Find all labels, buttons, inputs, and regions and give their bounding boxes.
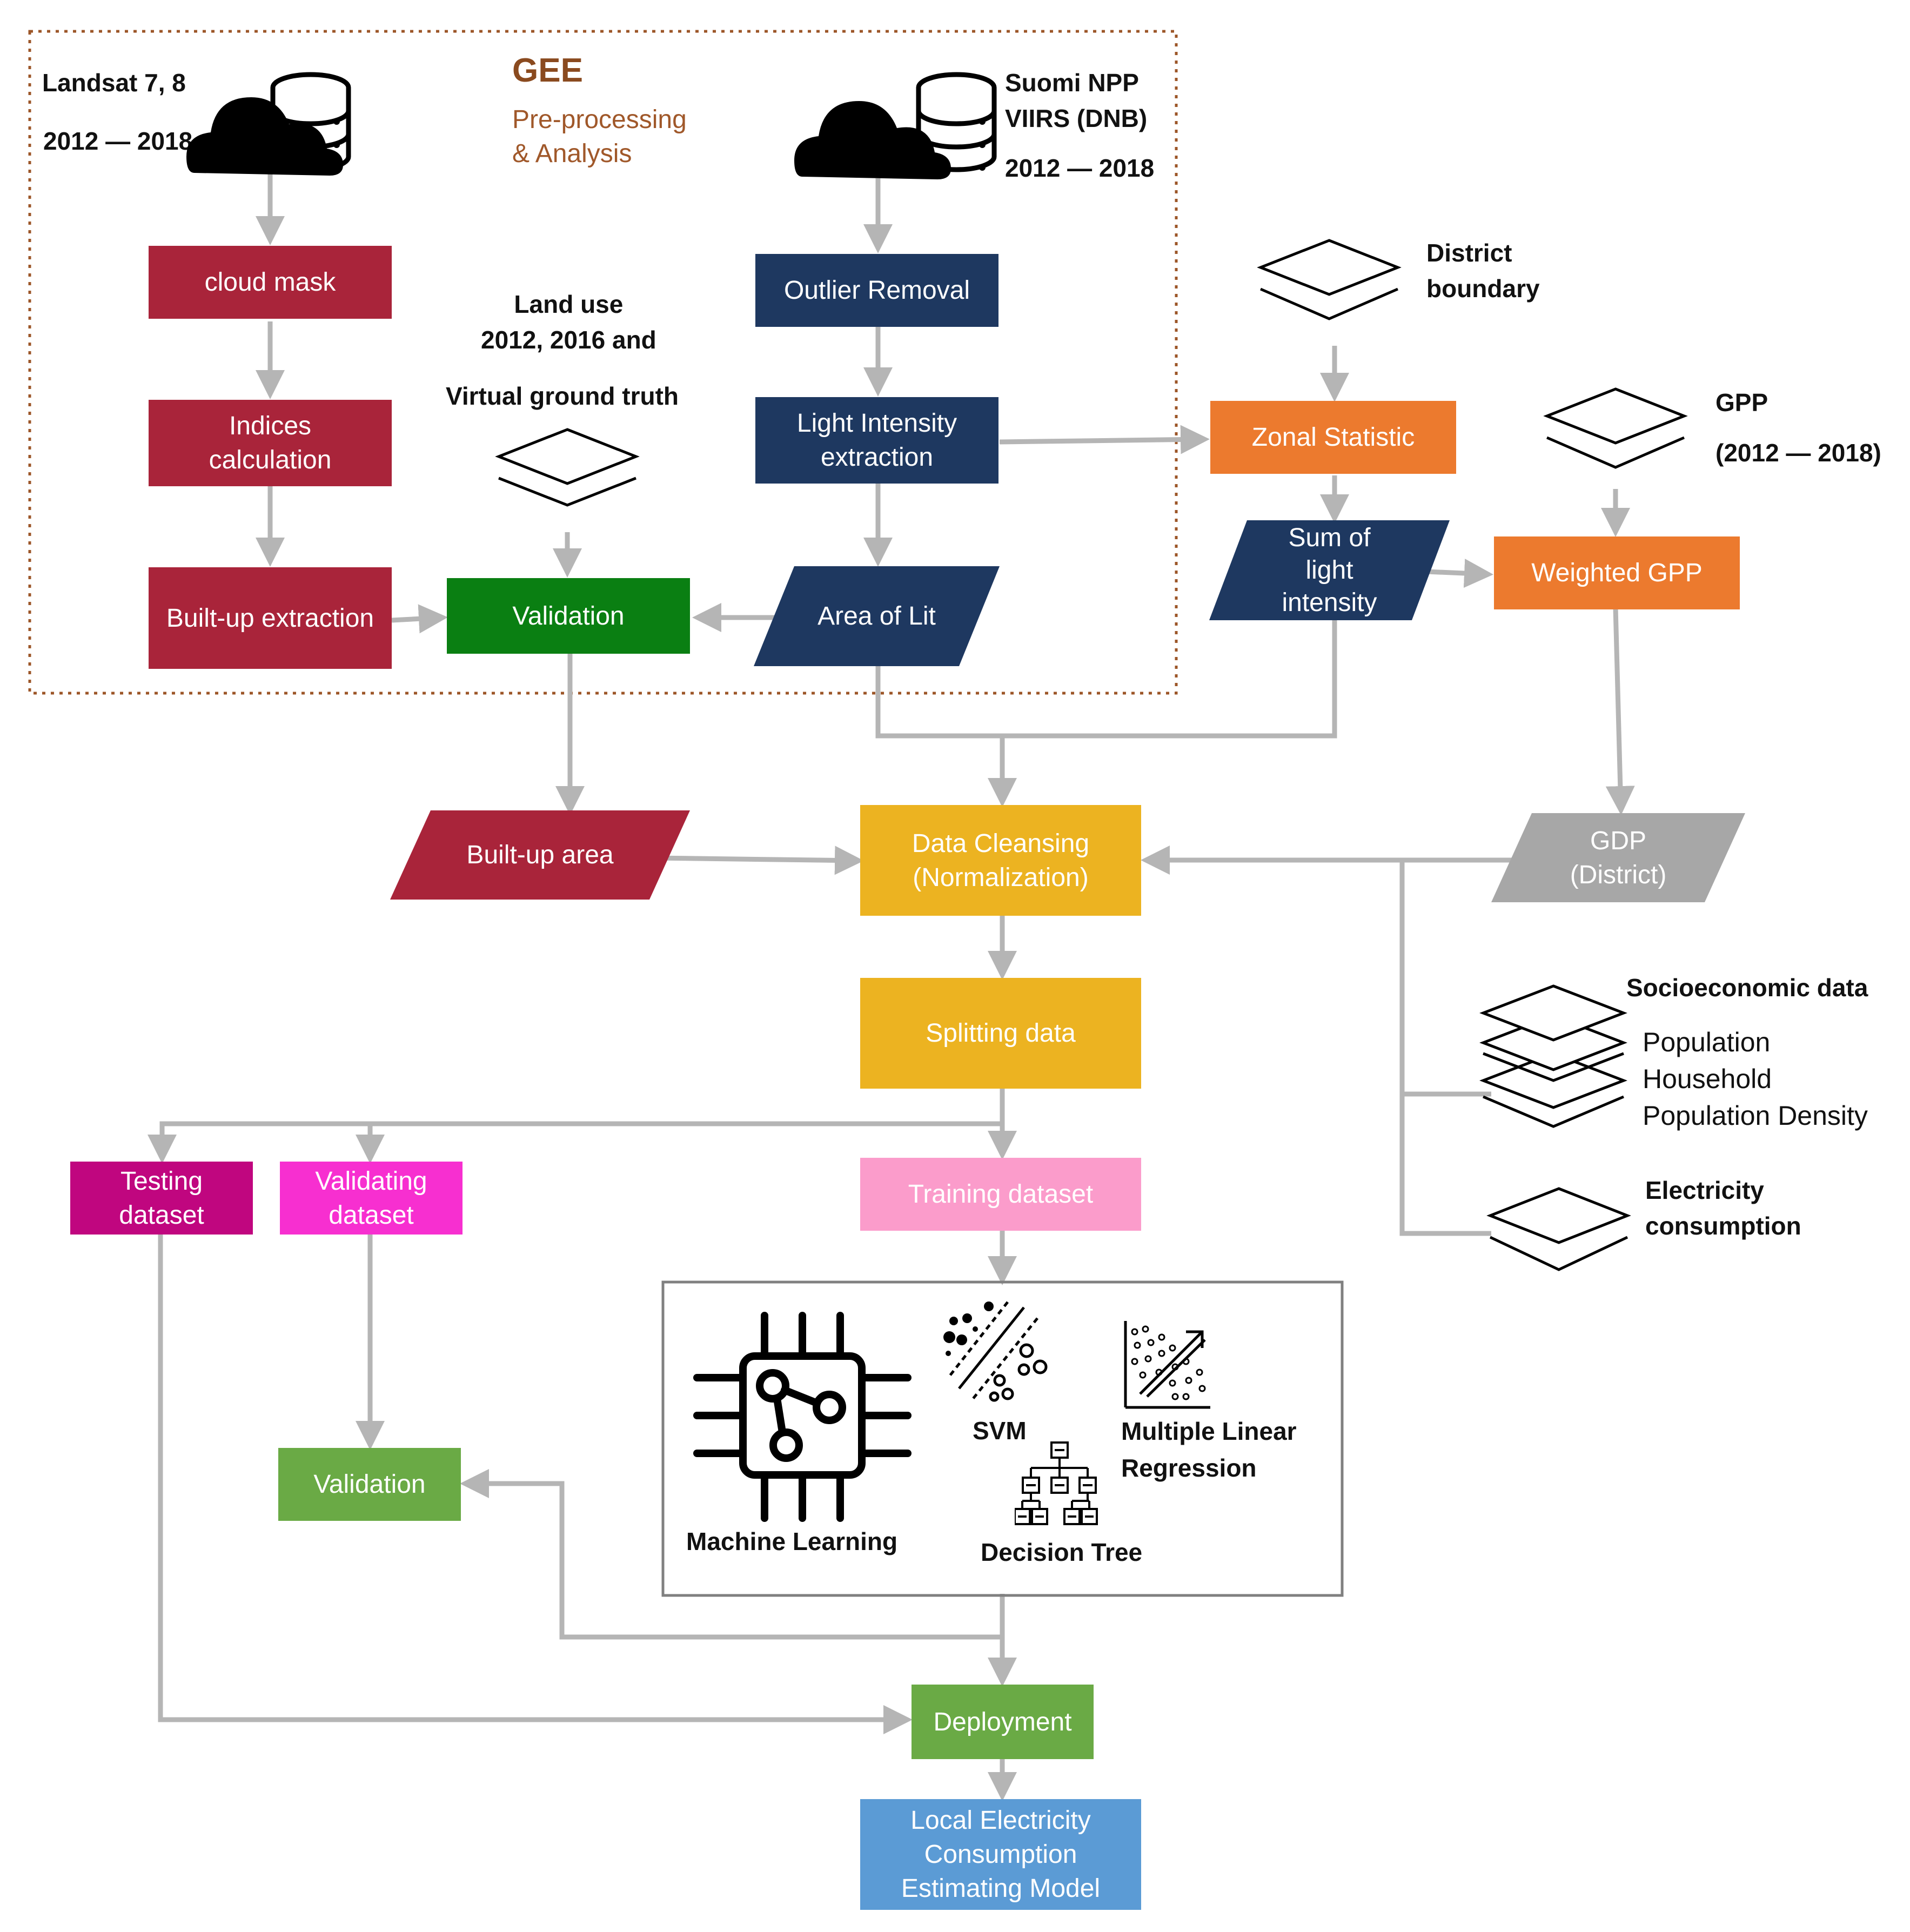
area-of-lit-shape (754, 566, 1000, 666)
gee-subtitle: Pre-processing & Analysis (512, 105, 687, 168)
svm-icon (943, 1301, 1048, 1402)
landsat-years: 2012 — 2018 (43, 127, 193, 155)
layers-stack-icon (1479, 984, 1627, 1128)
deployment-node: Deployment (912, 1685, 1094, 1759)
cloud-database-icon (186, 72, 351, 176)
builtup-extraction-node: Built-up extraction (149, 567, 392, 669)
gdp-district-node: GDP (District) (1570, 826, 1667, 889)
gee-title: GEE (512, 52, 583, 89)
viirs-name: Suomi NPP VIIRS (DNB) (1005, 69, 1148, 132)
gpp-years: (2012 — 2018) (1715, 439, 1881, 467)
ml-label: Machine Learning (686, 1527, 898, 1555)
testing-dataset-node: Testing dataset (70, 1162, 253, 1235)
vgt-label: Virtual ground truth (446, 382, 679, 410)
mlr-label: Multiple Linear Regression (1121, 1417, 1297, 1482)
chip-icon (693, 1312, 912, 1522)
viirs-years: 2012 — 2018 (1005, 154, 1155, 182)
data-cleansing-node: Data Cleansing (Normalization) (860, 805, 1141, 916)
landsat-name: Landsat 7, 8 (42, 69, 186, 97)
gpp-label: GPP (1715, 388, 1768, 417)
decision-tree-label: Decision Tree (981, 1538, 1143, 1566)
layers-icon (1543, 387, 1688, 469)
sum-light-shape (1209, 520, 1450, 620)
outlier-removal-node: Outlier Removal (755, 254, 998, 327)
gdp-shape (1491, 813, 1745, 902)
gee-boundary (28, 30, 1178, 695)
builtup-area-shape (390, 810, 690, 900)
indices-calculation-node: Indices calculation (149, 400, 392, 486)
training-dataset-node: Training dataset (860, 1158, 1141, 1231)
cloud-mask-node: cloud mask (149, 246, 392, 319)
decision-tree-icon (1015, 1441, 1098, 1525)
landuse-label: Land use 2012, 2016 and (481, 290, 656, 354)
socio-title: Socioeconomic data (1626, 974, 1868, 1002)
regression-scatter-icon (1124, 1321, 1210, 1409)
ml-container (661, 1280, 1344, 1597)
layers-icon (1257, 239, 1402, 320)
builtup-area-node: Built-up area (466, 841, 614, 869)
socio-items: Population Household Population Density (1643, 1027, 1868, 1131)
splitting-data-node: Splitting data (860, 978, 1141, 1089)
svm-label: SVM (973, 1417, 1027, 1445)
electricity-label: Electricity consumption (1645, 1176, 1801, 1240)
validation-bottom-node: Validation (278, 1448, 461, 1521)
district-label: District boundary (1426, 239, 1540, 303)
sum-light-intensity-node: Sum of light intensity (1282, 523, 1377, 617)
validation-top-node: Validation (447, 578, 690, 654)
zonal-statistic-node: Zonal Statistic (1210, 401, 1456, 474)
light-intensity-extraction-node: Light Intensity extraction (755, 397, 998, 484)
area-of-lit-node: Area of Lit (817, 602, 936, 630)
estimating-model-node: Local Electricity Consumption Estimating… (860, 1799, 1141, 1910)
layers-icon (495, 428, 640, 507)
validating-dataset-node: Validating dataset (280, 1162, 463, 1235)
layers-icon (1486, 1187, 1631, 1271)
cloud-database-icon (794, 72, 997, 179)
weighted-gpp-node: Weighted GPP (1494, 536, 1740, 609)
